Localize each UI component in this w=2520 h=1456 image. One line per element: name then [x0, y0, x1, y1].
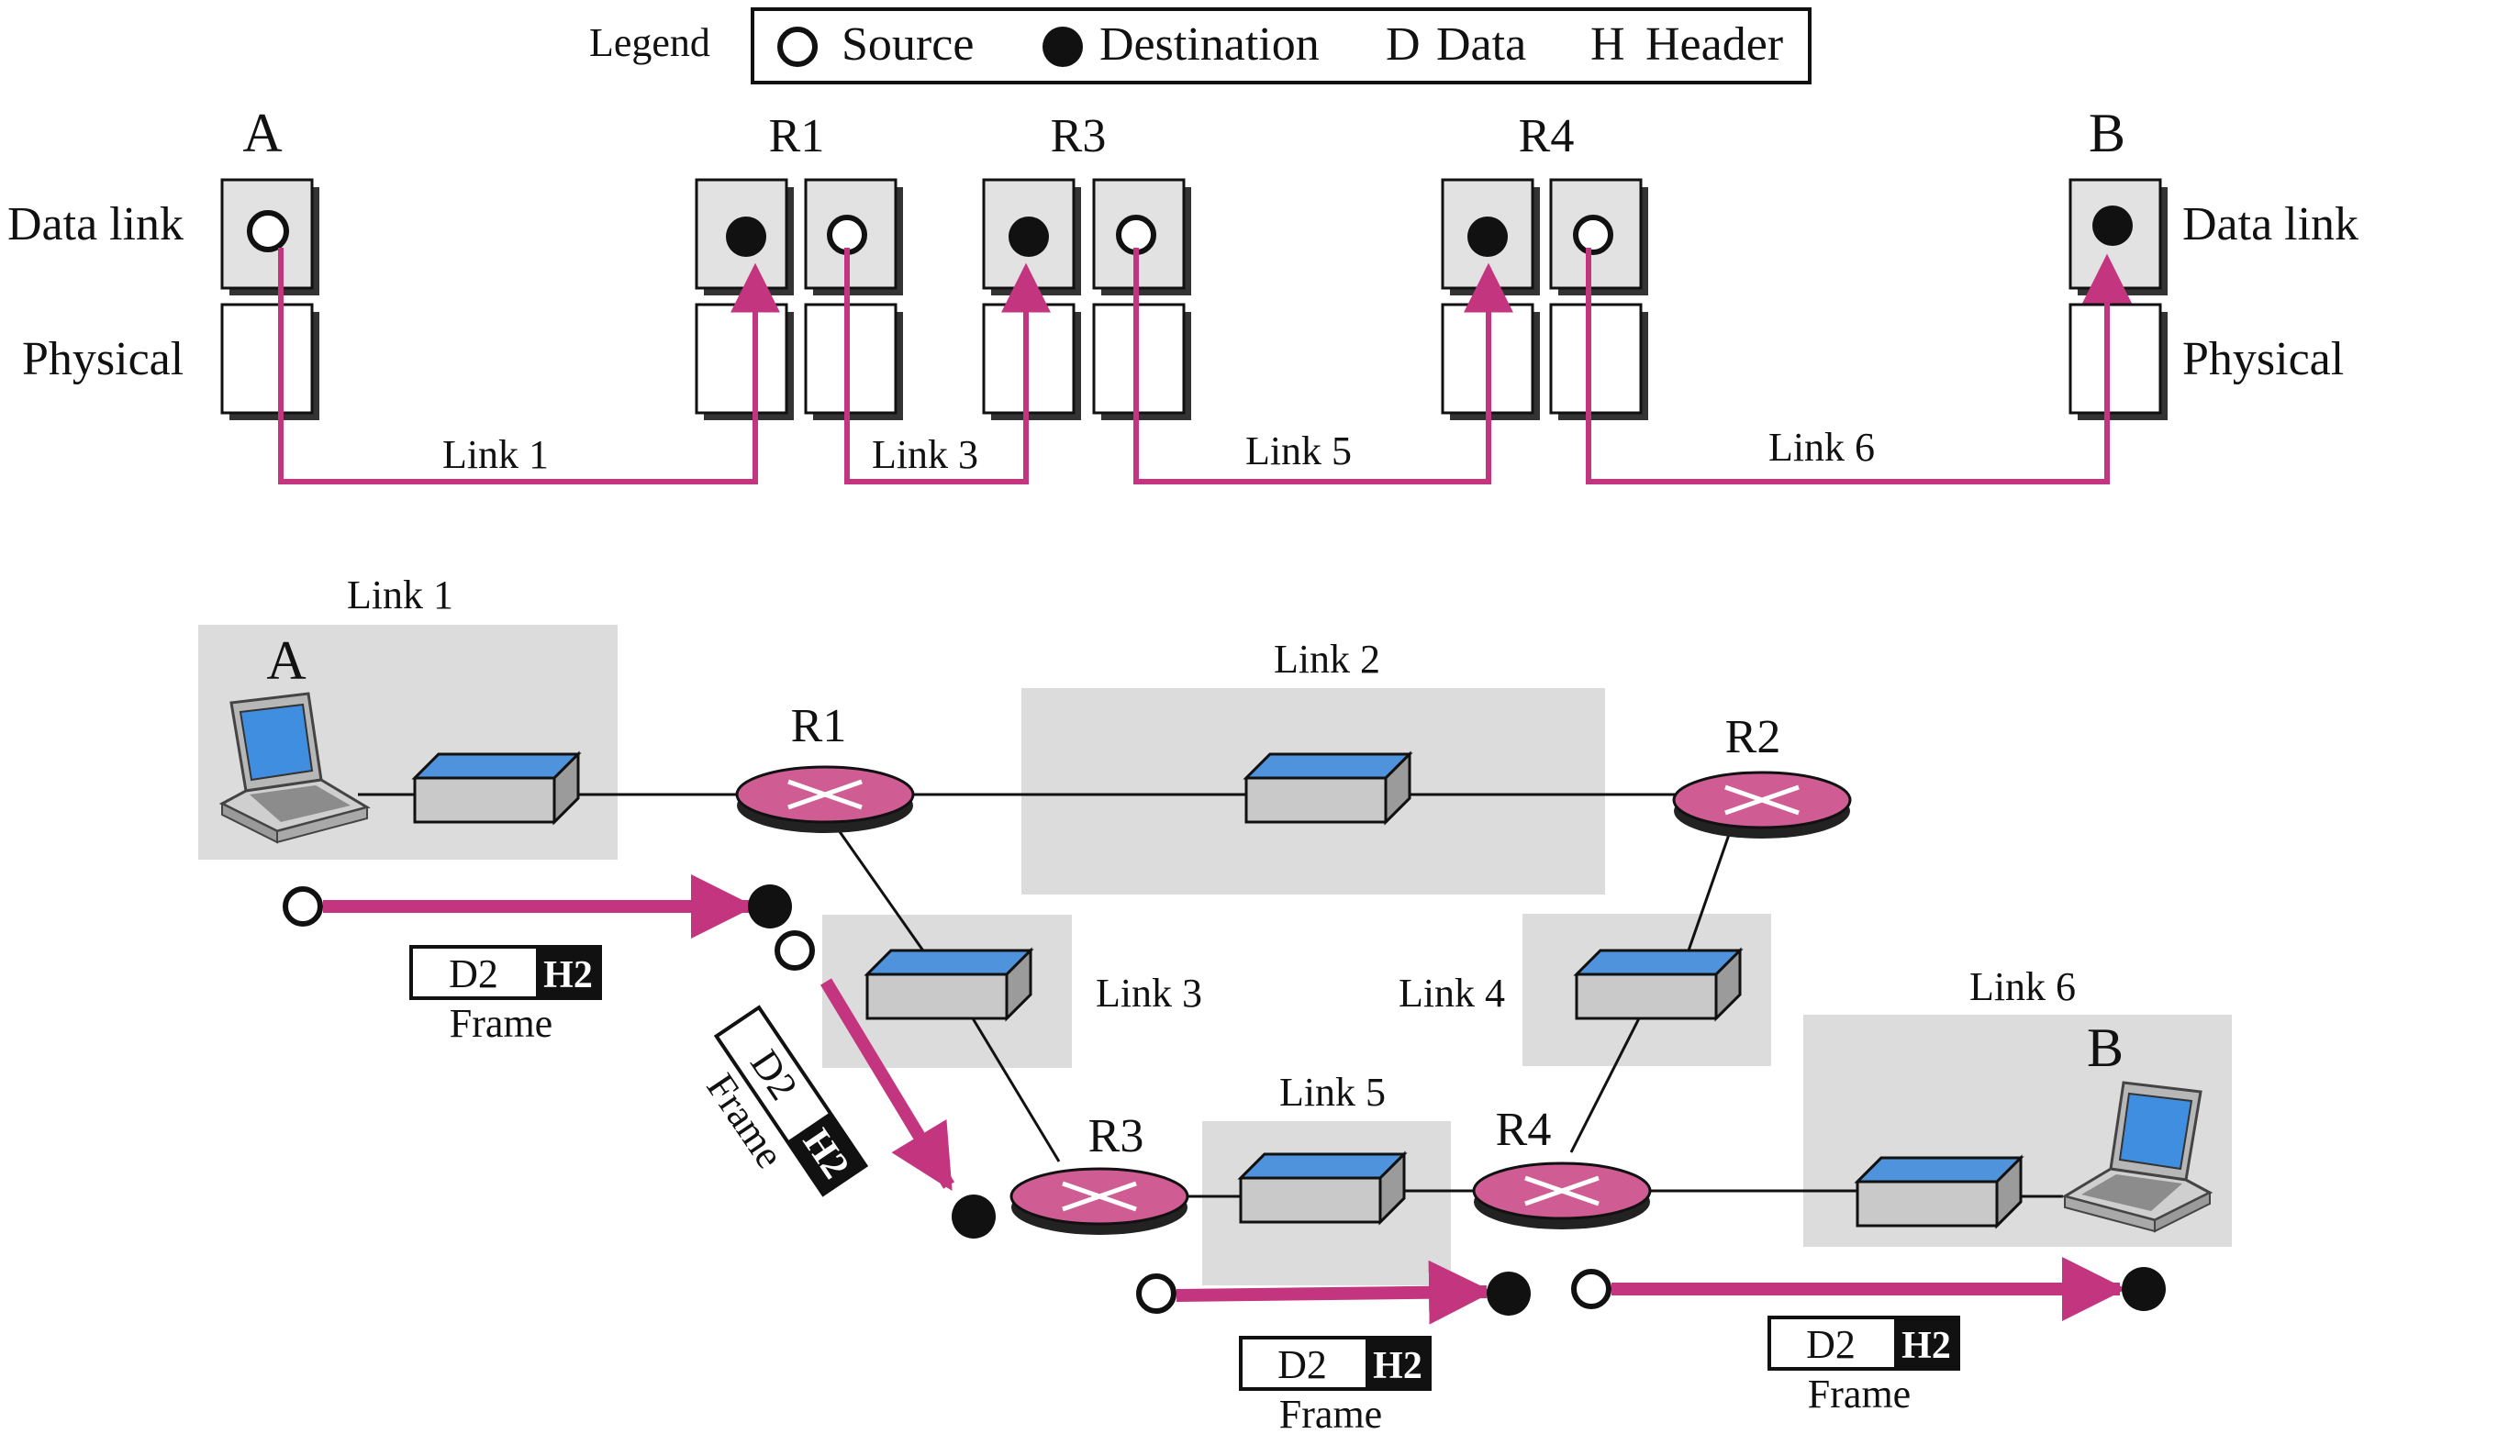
legend-header-letter: H — [1590, 18, 1625, 71]
destination-icon — [952, 1195, 996, 1239]
switch-link1 — [413, 752, 580, 824]
link-label-1: Link 1 — [347, 572, 453, 617]
frame-data: D2 — [1277, 1342, 1327, 1387]
router-r1 — [737, 767, 913, 833]
link-label-3: Link 3 — [1096, 971, 1202, 1016]
frame-link5: D2 H2 Frame — [1239, 1336, 1432, 1437]
legend-source: Source — [842, 18, 974, 71]
host-label-a: A — [266, 630, 306, 691]
source-icon — [1571, 1269, 1611, 1309]
frame-flows — [283, 874, 2166, 1325]
path-link6 — [1586, 248, 2132, 484]
source-icon — [777, 27, 818, 67]
router-label-r1: R1 — [791, 700, 847, 752]
router-label-r2: R2 — [1725, 711, 1781, 763]
switch-link6 — [1856, 1156, 2023, 1228]
frame-caption: Frame — [1279, 1392, 1382, 1437]
destination-icon — [1043, 27, 1083, 67]
link-label-2: Link 2 — [1274, 637, 1380, 682]
stack-b — [2068, 178, 2169, 422]
router-label-r3: R3 — [1088, 1110, 1144, 1162]
frame-data: D2 — [1806, 1322, 1856, 1367]
host-label-b: B — [2087, 1017, 2124, 1078]
stack-r3 — [982, 178, 1193, 422]
switch-link3 — [865, 949, 1032, 1020]
source-icon — [1573, 215, 1613, 255]
path-link3 — [844, 248, 1051, 484]
switch-link4 — [1575, 949, 1742, 1020]
stack-label-b: B — [2089, 103, 2125, 163]
frame-link6: D2 H2 Frame — [1767, 1316, 1960, 1417]
destination-icon — [1009, 217, 1049, 257]
protocol-stacks: A R1 R3 R4 B Data link Physical Data lin… — [7, 103, 2358, 484]
stack-link-3: Link 3 — [872, 432, 978, 477]
frame-link1: D2 H2 Frame — [409, 945, 602, 1046]
legend-title: Legend — [589, 20, 710, 65]
source-icon — [283, 886, 323, 927]
layer-label-physical-left: Physical — [22, 333, 184, 385]
layer-label-data-link-right: Data link — [2182, 198, 2358, 250]
destination-icon — [2122, 1267, 2166, 1311]
legend-destination: Destination — [1099, 18, 1320, 71]
switch-link2 — [1244, 752, 1411, 824]
frame-caption: Frame — [1808, 1372, 1911, 1417]
stack-label-r4: R4 — [1519, 110, 1575, 162]
frame-header: H2 — [543, 954, 593, 996]
path-link5 — [1133, 248, 1513, 484]
link-label-5: Link 5 — [1279, 1070, 1386, 1115]
legend-data: Data — [1436, 18, 1526, 71]
source-icon — [247, 210, 289, 252]
source-icon — [1136, 1273, 1176, 1314]
layer-label-physical-right: Physical — [2182, 333, 2344, 385]
switch-link5 — [1239, 1152, 1406, 1224]
legend-data-letter: D — [1386, 18, 1421, 71]
link-label-6: Link 6 — [1969, 964, 2076, 1009]
source-icon — [775, 930, 815, 971]
path-link1 — [278, 248, 780, 484]
destination-icon — [726, 217, 766, 257]
frame-data: D2 — [449, 951, 498, 996]
stack-label-a: A — [242, 103, 282, 163]
stack-label-r1: R1 — [769, 110, 825, 162]
router-r4 — [1474, 1163, 1650, 1229]
legend-header: Header — [1645, 18, 1783, 71]
destination-icon — [1487, 1272, 1531, 1316]
frame-caption: Frame — [450, 1001, 552, 1046]
stack-link-1: Link 1 — [442, 432, 549, 477]
router-r3 — [1011, 1169, 1188, 1235]
frame-header: H2 — [1901, 1325, 1951, 1367]
stack-a — [220, 178, 321, 422]
legend-box — [751, 7, 1812, 84]
source-icon — [1116, 215, 1156, 255]
destination-icon — [2092, 206, 2133, 246]
wires — [358, 793, 2063, 1198]
frame-header: H2 — [1373, 1345, 1422, 1387]
source-icon — [827, 215, 867, 255]
network-topology: A B R1 R2 R3 R4 Link 1 Link 2 Link 3 Lin… — [198, 572, 2232, 1437]
stack-r1 — [695, 178, 905, 422]
stack-link-6: Link 6 — [1768, 425, 1875, 470]
link-label-4: Link 4 — [1399, 971, 1505, 1016]
layer-label-data-link-left: Data link — [7, 198, 184, 250]
stack-link-5: Link 5 — [1245, 428, 1352, 473]
stack-r4 — [1441, 178, 1650, 422]
router-r2 — [1674, 772, 1850, 839]
destination-icon — [1467, 217, 1508, 257]
destination-icon — [748, 884, 792, 928]
stack-label-r3: R3 — [1051, 110, 1107, 162]
legend: Legend Source Destination D Data H Heade… — [589, 7, 1812, 84]
stack-paths — [278, 248, 2132, 484]
router-label-r4: R4 — [1496, 1104, 1552, 1156]
